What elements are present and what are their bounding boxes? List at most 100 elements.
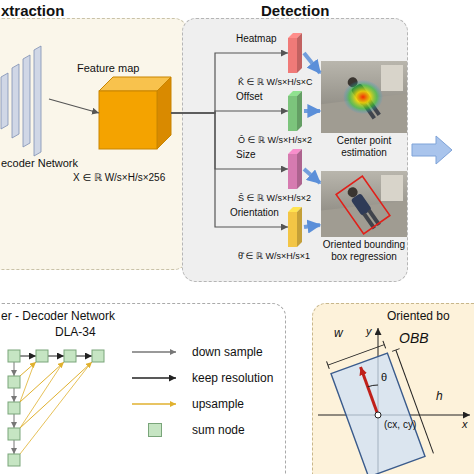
- illustration-part: [8, 454, 20, 466]
- illustration-part: [48, 356, 64, 357]
- node-title: Size: [236, 149, 255, 161]
- legend-sample: [130, 395, 180, 415]
- illustration-part: [157, 77, 171, 149]
- node-shape: [321, 171, 407, 237]
- node-shape: [288, 207, 302, 247]
- illustration-part: [361, 367, 378, 415]
- illustration-part: [288, 154, 297, 189]
- connector-arrow: [171, 113, 288, 169]
- illustration-part: [20, 362, 36, 376]
- node-shape: [321, 61, 407, 133]
- illustration-part: [321, 171, 407, 237]
- node-title: ecoder Network: [1, 157, 78, 170]
- node-text: X ∈ ℝ W/s×H/s×256: [73, 172, 165, 184]
- section-panel: DetectionHeatmapK̂ ∈ ℝ W/s×H/s×COffsetÔ …: [182, 18, 408, 282]
- illustration-part: [1, 73, 8, 129]
- illustration-part: [14, 440, 15, 454]
- illustration-part: [132, 351, 176, 352]
- node-title: Offset: [236, 91, 263, 103]
- illustration-part: [14, 388, 15, 402]
- illustration-part: [8, 376, 20, 388]
- connector-arrow: [171, 111, 288, 113]
- legend-sample: [130, 369, 180, 389]
- illustration-part: [412, 136, 452, 164]
- node-title: Oriented bounding box regression: [321, 239, 407, 262]
- illustration-part: [8, 350, 20, 362]
- node-title: Feature map: [77, 62, 139, 75]
- illustration-part: [318, 415, 470, 416]
- result-image: Center point estimation: [321, 61, 407, 133]
- illustration-part: [336, 176, 390, 234]
- illustration-part: [297, 33, 302, 73]
- legend-text: down sample: [192, 345, 263, 359]
- illustration-part: [288, 96, 297, 131]
- illustration-part: [132, 403, 176, 404]
- connector-arrow: [49, 99, 99, 113]
- legend-text: sum node: [192, 423, 245, 437]
- illustration-part: [375, 412, 381, 418]
- node-shape: [99, 77, 171, 149]
- illustration-part: [345, 185, 382, 230]
- illustration-part: [20, 362, 64, 402]
- legend-row: keep resolution: [130, 369, 280, 389]
- section-panel: xtractionecoder NetworkFeature mapX ∈ ℝ …: [0, 18, 188, 270]
- illustration-part: [331, 353, 425, 474]
- illustration-part: [297, 149, 302, 189]
- connector-arrow: [171, 53, 288, 113]
- node-text: DLA-34: [55, 326, 96, 340]
- node-shape: [288, 33, 302, 73]
- illustration-part: [14, 362, 15, 376]
- illustration-part: [20, 364, 90, 454]
- illustration-part: [20, 364, 34, 402]
- obb-illustration: [318, 328, 470, 474]
- illustration-part: [321, 61, 407, 133]
- illustration-part: [378, 328, 379, 474]
- illustration-part: [288, 212, 297, 247]
- illustration-part: [8, 428, 20, 440]
- legend-text: upsample: [192, 397, 244, 411]
- illustration-part: [14, 414, 15, 428]
- illustration-part: [12, 64, 19, 138]
- illustration-part: [20, 356, 36, 357]
- illustration-part: [34, 46, 41, 156]
- illustration-part: [381, 175, 403, 201]
- axis-label: y: [366, 326, 372, 337]
- legend-text: keep resolution: [192, 371, 273, 385]
- connector-arrow: [304, 109, 320, 113]
- legend-sample: [130, 343, 180, 363]
- connector-arrow: [304, 53, 320, 73]
- illustration-part: [132, 377, 176, 378]
- illustration-part: [368, 385, 378, 387]
- connector-arrow: [171, 113, 288, 227]
- head-slab: Orientationθ̂ ∈ ℝ W/s×H/s×1: [288, 207, 302, 247]
- node-title: Oriented bo: [387, 310, 450, 324]
- section-panel: er - Decoder NetworkDLA-34: [0, 303, 286, 474]
- illustration-part: [20, 362, 92, 428]
- node-shape: [288, 91, 302, 131]
- node-shape: [288, 149, 302, 189]
- legend-row: sum node: [130, 421, 280, 441]
- result-image: Oriented bounding box regression: [321, 171, 407, 237]
- dla-graph: [8, 350, 104, 466]
- illustration-part: [392, 349, 400, 352]
- node-title: Center point estimation: [321, 135, 407, 158]
- node-text: θ̂ ∈ ℝ W/s×H/s×1: [238, 251, 310, 261]
- node-title: xtraction: [1, 2, 64, 19]
- axis-label: θ: [381, 372, 387, 383]
- axis-label: h: [436, 390, 443, 402]
- head-slab: OffsetÔ ∈ ℝ W/s×H/s×2: [288, 91, 302, 131]
- axis-label: x: [462, 419, 468, 430]
- illustration-part: [297, 91, 302, 131]
- illustration-part: [92, 350, 104, 362]
- illustration-part: [327, 336, 438, 474]
- node-text: Ô ∈ ℝ W/s×H/s×2: [238, 135, 312, 145]
- node-text: K̂ ∈ ℝ W/s×H/s×C: [238, 77, 312, 87]
- node-shape: [1, 43, 49, 155]
- illustration-part: [383, 341, 386, 349]
- illustration-part: [396, 350, 434, 453]
- axis-label: (cx, cy): [384, 420, 416, 430]
- illustration-part: [23, 55, 30, 147]
- head-slab: SizeŜ ∈ ℝ W/s×H/s×2: [288, 149, 302, 189]
- illustration-part: [8, 402, 20, 414]
- legend-swatch: [148, 423, 162, 437]
